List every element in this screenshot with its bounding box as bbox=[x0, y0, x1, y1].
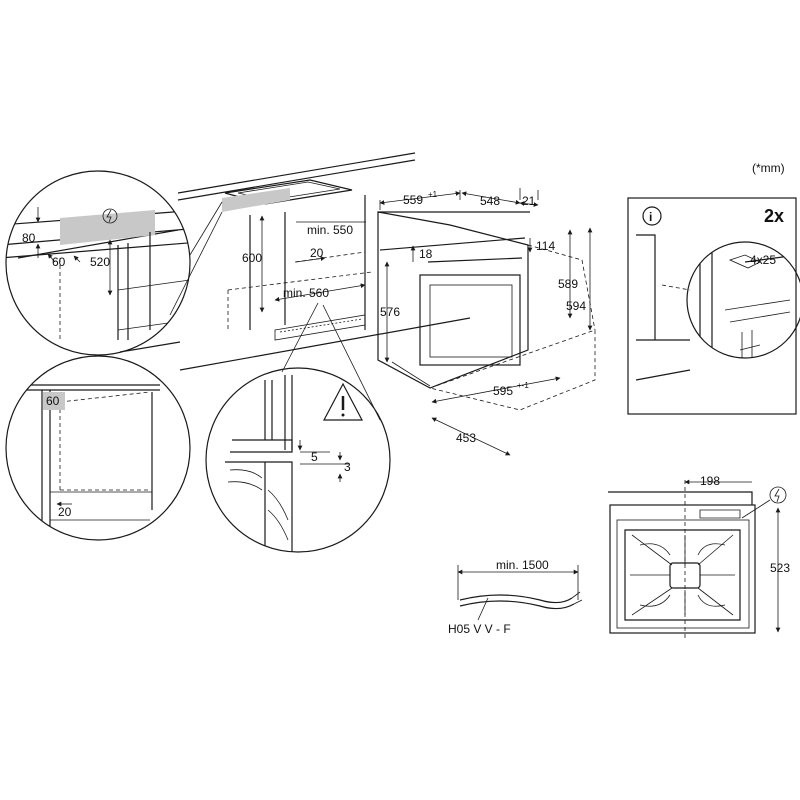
dim-198: 198 bbox=[700, 474, 720, 488]
dim-559: 559 bbox=[403, 193, 423, 207]
cabinet-worktop: 600 min. 550 20 min. 560 bbox=[17, 152, 471, 371]
units-note: (*mm) bbox=[752, 161, 785, 175]
dim-min-550: min. 550 bbox=[307, 223, 353, 237]
oven-front-view: 559 +1 548 21 114 18 589 594 576 595 +-1… bbox=[377, 188, 596, 456]
dim-548: 548 bbox=[480, 194, 500, 208]
dim-595: 595 bbox=[493, 384, 513, 398]
rear-electric-icon bbox=[769, 486, 787, 504]
dim-576: 576 bbox=[380, 305, 400, 319]
info-box: i 2x 4x25 bbox=[627, 197, 800, 415]
svg-text:i: i bbox=[649, 210, 652, 224]
dim-589: 589 bbox=[558, 277, 578, 291]
rear-view: 198 523 bbox=[608, 474, 790, 640]
dim-80: 80 bbox=[22, 231, 36, 245]
dim-60-top: 60 bbox=[52, 255, 66, 269]
quantity-label: 2x bbox=[764, 206, 784, 226]
dim-20-side: 20 bbox=[58, 505, 72, 519]
cable-length: min. 1500 bbox=[496, 558, 549, 572]
dim-559-tolerance: +1 bbox=[428, 190, 438, 199]
screw-size: 4x25 bbox=[750, 253, 776, 267]
cable-type: H05 V V - F bbox=[448, 622, 511, 636]
detail-side-circle: 60 20 bbox=[5, 355, 191, 541]
dim-3: 3 bbox=[344, 460, 351, 474]
info-icon: i bbox=[642, 206, 662, 226]
dim-595-tolerance: +-1 bbox=[517, 381, 529, 390]
dim-520: 520 bbox=[90, 255, 110, 269]
electric-hazard-icon bbox=[102, 208, 118, 224]
dim-5: 5 bbox=[311, 450, 318, 464]
dim-600: 600 bbox=[242, 251, 262, 265]
dim-523: 523 bbox=[770, 561, 790, 575]
dim-60-side: 60 bbox=[46, 394, 60, 408]
cable-detail: min. 1500 H05 V V - F bbox=[448, 558, 583, 636]
dim-21: 21 bbox=[522, 194, 536, 208]
dim-20-cabinet: 20 bbox=[310, 246, 324, 260]
dim-min-560: min. 560 bbox=[283, 286, 329, 300]
dim-18: 18 bbox=[419, 247, 433, 261]
dim-453: 453 bbox=[456, 431, 476, 445]
warning-triangle-icon bbox=[323, 382, 363, 421]
dim-114: 114 bbox=[536, 239, 555, 253]
dim-594: 594 bbox=[566, 299, 586, 313]
electric-zone bbox=[222, 188, 290, 212]
detail-gap-circle: 5 3 bbox=[205, 302, 391, 553]
